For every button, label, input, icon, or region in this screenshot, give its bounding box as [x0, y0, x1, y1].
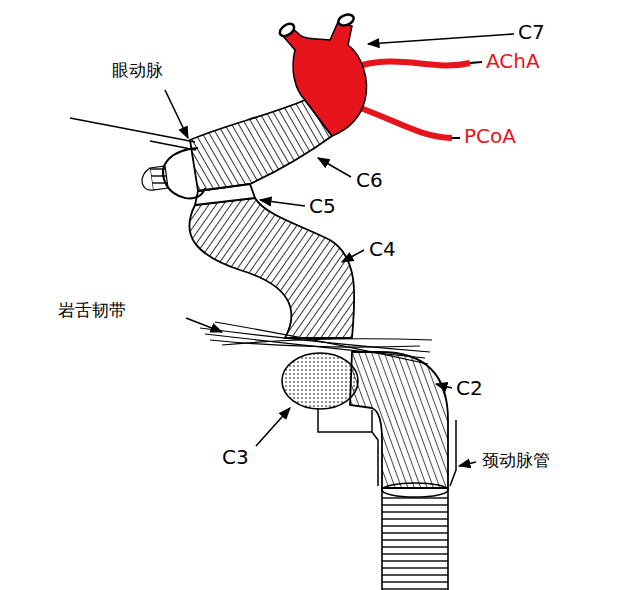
ligament-name: 岩舌韧带	[58, 302, 126, 319]
branch-end	[337, 13, 355, 28]
segment-number: C4	[369, 239, 396, 259]
canal-name: 颈动脉管	[482, 452, 550, 469]
segment-number: C6	[356, 170, 383, 190]
ligament-fiber	[205, 334, 425, 358]
ophthalmic-stump	[150, 166, 168, 190]
c6-segment	[190, 100, 332, 191]
branch-name: PCoA	[464, 126, 516, 146]
leader-line	[256, 408, 290, 446]
vessel-name: 眼动脉	[112, 62, 163, 79]
leader-line	[318, 158, 351, 177]
leader-line	[459, 462, 476, 466]
pcoa-branch	[355, 106, 452, 138]
carotid-canal	[450, 420, 456, 486]
ophthalmic-artery	[70, 118, 195, 142]
leader-line	[260, 200, 305, 206]
c2-segment	[350, 352, 448, 488]
carotid-canal	[318, 408, 372, 432]
leader-line	[165, 90, 188, 138]
segment-number: C5	[309, 196, 336, 216]
leader-line	[436, 384, 452, 388]
branch-end	[278, 21, 297, 38]
cervical-segment	[382, 488, 448, 590]
segment-number: C2	[456, 378, 483, 398]
leader-line	[186, 318, 222, 332]
ophthalmic-stump	[142, 168, 153, 190]
acha-branch	[352, 62, 470, 68]
c7-segment	[282, 22, 366, 136]
segment-number: C3	[222, 447, 249, 467]
leader-line	[342, 250, 364, 262]
segment-number: C7	[518, 22, 545, 42]
ligament-fiber	[222, 339, 432, 345]
c3-segment	[282, 353, 358, 409]
leader-line	[368, 34, 514, 44]
c4-segment	[189, 198, 354, 338]
branch-name: AChA	[486, 51, 540, 71]
leader-lines	[165, 34, 514, 466]
carotid-canal	[372, 432, 378, 486]
ligament	[200, 322, 432, 364]
pcoa-branch	[452, 137, 460, 139]
acha-branch	[470, 62, 482, 63]
